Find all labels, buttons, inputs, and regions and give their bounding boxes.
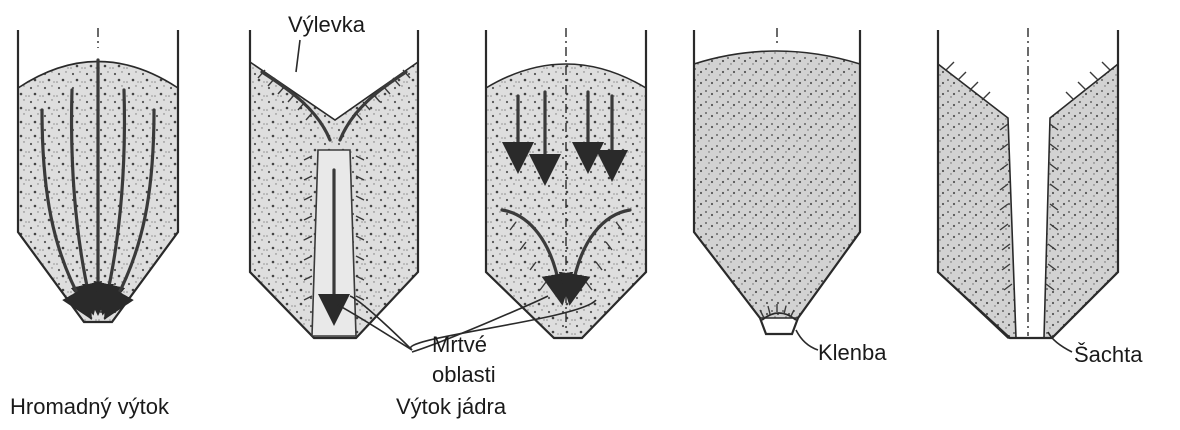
silo-rathole — [938, 28, 1118, 338]
label-oblasti: oblasti — [432, 364, 496, 386]
silo-funnel-core-flow — [250, 30, 418, 338]
label-mrtve: Mrtvé — [432, 334, 487, 356]
silo-arching — [694, 28, 860, 334]
label-vytok-jadra: Výtok jádra — [396, 396, 506, 418]
label-hromadny-vytok: Hromadný výtok — [10, 396, 169, 418]
label-vylevka: Výlevka — [288, 14, 365, 36]
silo-5-fill-right — [1044, 64, 1118, 338]
label-sachta: Šachta — [1074, 344, 1143, 366]
silo-mass-flow — [18, 28, 178, 322]
silo-5-fill-left — [938, 64, 1016, 338]
label-klenba: Klenba — [818, 342, 887, 364]
silo-4-fill — [694, 51, 860, 318]
silo-dead-zones — [486, 28, 646, 338]
